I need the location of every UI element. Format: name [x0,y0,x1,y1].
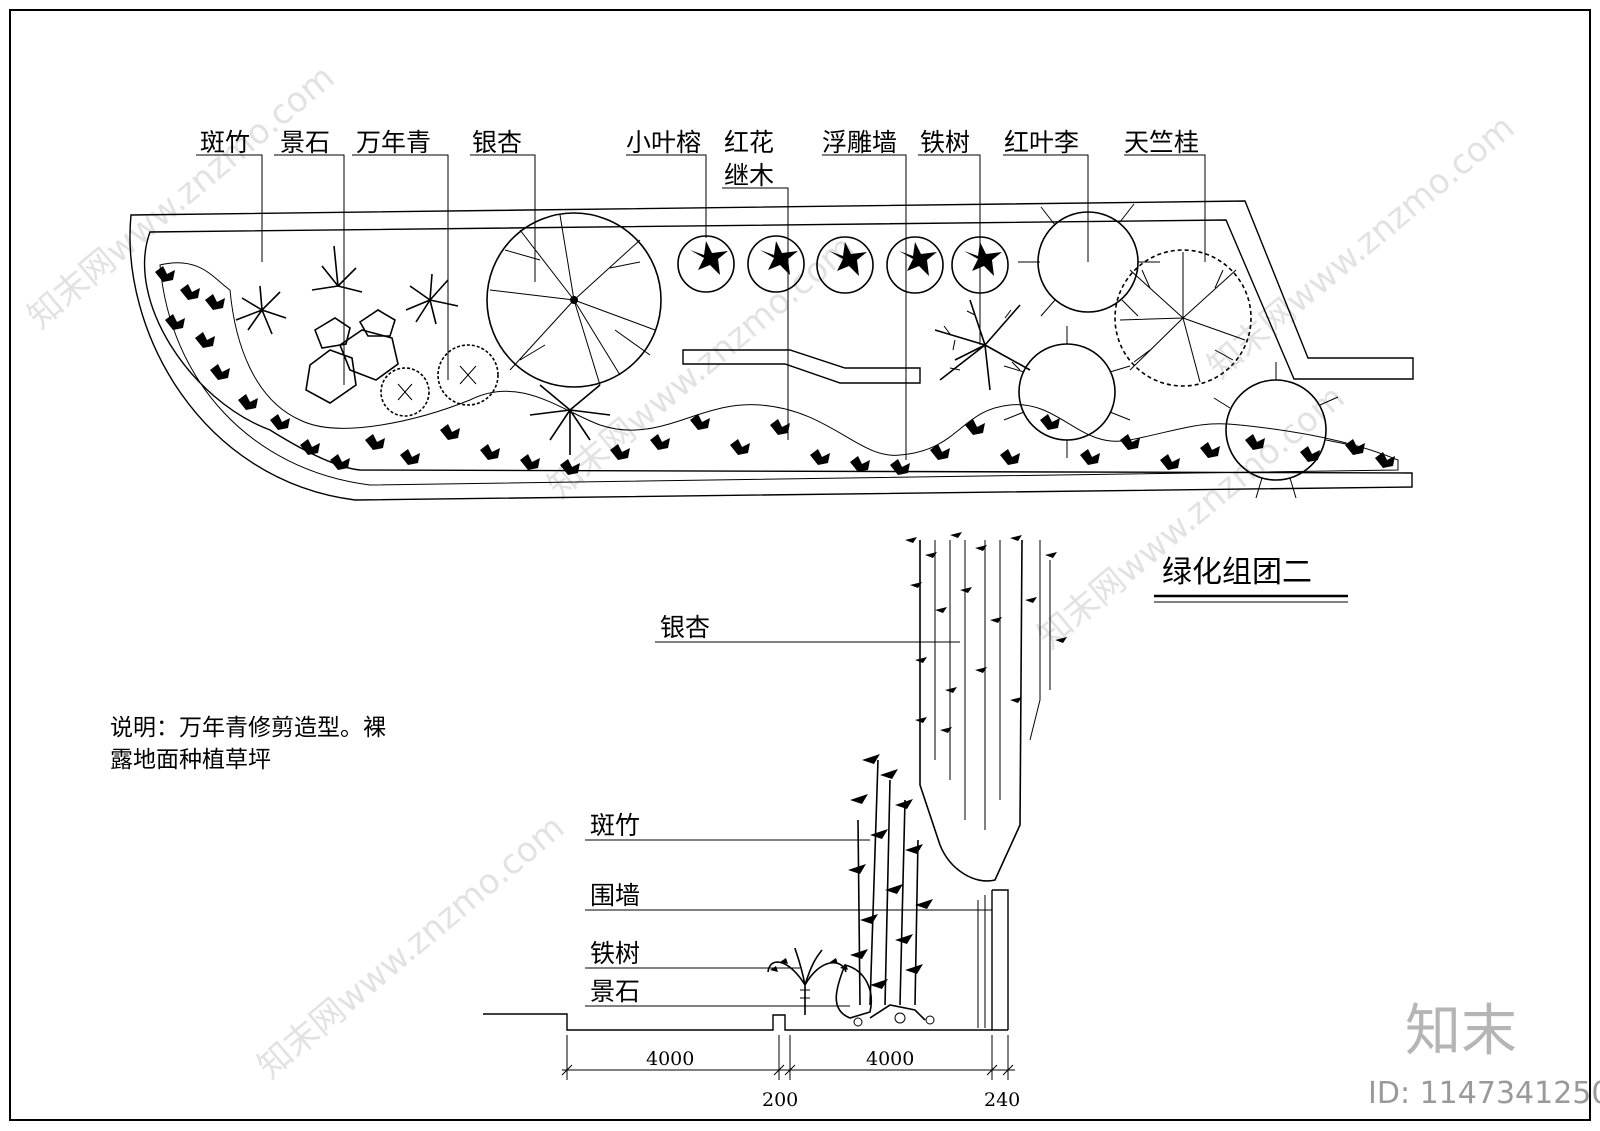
plan-bed-outline [129,200,1414,501]
dimension-chain [561,1035,1015,1080]
stone-icon [358,309,396,337]
plan-label-fudiaoqiang: 浮雕墙 [822,128,897,157]
banyan-tree-icon [677,235,735,293]
drawing-title-block: 绿化组团二 [1154,555,1348,603]
section-label-banzhu: 斑竹 [590,811,640,840]
dimension-right: 4000 [866,1048,914,1070]
boundary-wall-hatch [977,895,986,1028]
evergreen-topiary-plan [380,344,499,417]
leader-fudiaoqiang [822,154,907,460]
ground-cover-tufts [155,266,1395,475]
section-ground-line [483,1013,1008,1031]
ginkgo-tree-plan-icon [486,212,662,388]
ground-cover-tuft-icon [810,414,1060,475]
bamboo-section-icon [848,754,933,1006]
stone-icon [339,329,399,381]
leader-yinxing [470,154,536,282]
topiary-shrub-icon [437,344,499,406]
dimension-gap: 200 [762,1089,798,1111]
plan-label-tieshu: 铁树 [920,128,970,157]
tile-watermark: 知末网www.znzmo.com [20,57,342,336]
note-line-2: 露地面种植草坪 [110,747,271,773]
plan-label-banzhu: 斑竹 [200,128,250,157]
ground-cover-tuft-icon [270,414,500,470]
red-leaf-plum-tree-icon [1213,362,1347,499]
dimension-wall: 240 [984,1089,1020,1111]
plan-label-tianzhugui: 天竺桂 [1124,128,1199,157]
bamboo-clump-icon [235,285,287,335]
ground-cover-tuft-icon [155,266,258,410]
bamboo-clump-icon [311,245,363,293]
section-view: 银杏 斑竹 围墙 铁树 景石 4000 4000 200 240 [483,532,1067,1111]
section-label-weiqiang: 围墙 [590,881,640,910]
bamboo-plan [235,245,459,335]
relief-wall-plan [682,349,921,384]
plan-label-honghua: 红花 [724,128,774,157]
stone-icon [314,317,351,349]
plan-label-xiaoyerong: 小叶榕 [626,128,701,157]
bamboo-clump-icon [405,273,459,325]
sheet-border [9,9,1591,1121]
landscape-stones-plan [305,309,399,404]
leader-jingshi [274,154,345,385]
stone-icon [305,349,357,404]
red-leaf-plum-tree-icon [1018,190,1160,317]
note-line-1: 说明：万年青修剪造型。裸 [110,715,386,741]
cycad-plan-icon [934,299,1031,391]
leader-banzhu [196,154,263,262]
boundary-wall-section [991,889,1009,1030]
leader-hongyeli [1003,154,1089,262]
plan-label-jimu: 继木 [724,161,774,190]
id-watermark: ID: 1147341250 [1368,1076,1600,1111]
plan-leader-lines [196,154,1206,460]
section-label-jingshi: 景石 [590,977,640,1006]
ground-cover-tuft-icon [1080,434,1395,470]
banyan-row-plan [677,235,1009,294]
stones-section-icon [835,964,935,1027]
tile-watermark: 知末网www.znzmo.com [250,807,572,1086]
tile-watermark: 知末网www.znzmo.com [1200,107,1522,386]
dimension-left: 4000 [646,1048,694,1070]
leader-tianzhugui [1124,154,1206,262]
red-leaf-plum-tree-icon [1003,326,1131,458]
dimension-arrows [561,1064,1014,1076]
banyan-tree-icon [816,236,874,294]
ginkgo-fern-icon [529,384,611,455]
plan-view: 斑竹 景石 万年青 银杏 小叶榕 红花 继木 浮雕墙 铁树 红叶李 天竺桂 [129,128,1414,501]
section-label-yinxing: 银杏 [660,613,710,642]
section-label-tieshu: 铁树 [590,939,640,968]
tile-watermark: 知末网www.znzmo.com [1030,377,1352,656]
plan-label-wannianqing: 万年青 [356,128,431,157]
plan-label-jingshi: 景石 [280,128,330,157]
plan-inner-edge [159,262,1399,486]
leader-honghua [722,187,789,440]
ginkgo-tree-section-icon [905,532,1067,882]
plan-label-hongyeli: 红叶李 [1004,128,1079,157]
leader-wannianqing [352,154,449,380]
leader-xiaoyerong [626,154,707,238]
brand-watermark: 知末 [1405,999,1517,1064]
cycad-section-icon [767,947,848,1015]
topiary-shrub-icon [380,367,430,417]
ground-cover-tuft-icon [520,414,790,475]
camphor-laurel-plan-icon [1114,249,1252,387]
plan-label-yinxing: 银杏 [472,128,522,157]
banyan-tree-icon [886,236,944,294]
section-leader-lines [585,641,992,1007]
drawing-title: 绿化组团二 [1162,555,1312,590]
tile-watermark: 知末网www.znzmo.com [540,227,862,506]
leader-tieshu [918,154,981,345]
